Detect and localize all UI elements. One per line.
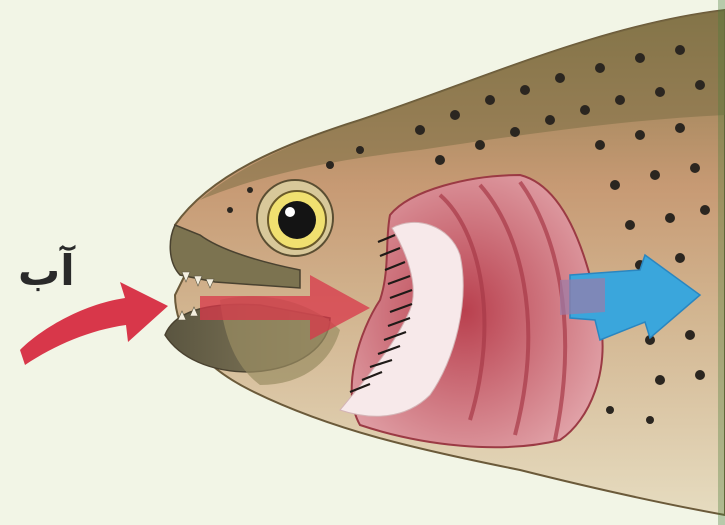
outflow-arrow-overlap	[560, 278, 605, 315]
water-label: آب	[18, 250, 75, 292]
right-edge	[718, 0, 725, 525]
eye-icon	[257, 180, 333, 256]
